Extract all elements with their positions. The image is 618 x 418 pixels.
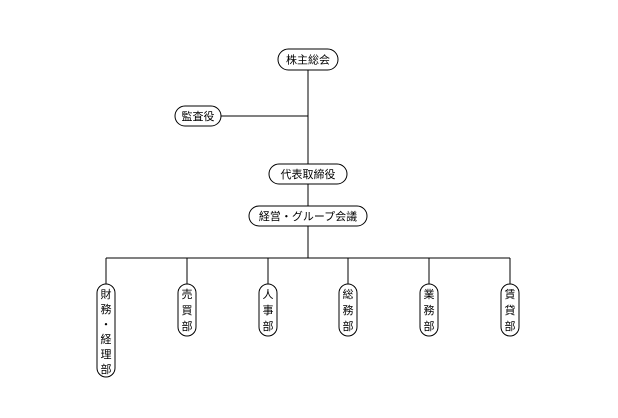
dept-char: 業 bbox=[424, 288, 435, 301]
dept-char: 事 bbox=[263, 304, 274, 317]
dept-char: 部 bbox=[424, 319, 435, 333]
dept-char: 売 bbox=[182, 288, 193, 301]
dept-char: 部 bbox=[343, 319, 354, 333]
dept-char: 部 bbox=[182, 319, 193, 333]
node-box bbox=[268, 163, 348, 185]
node-dept-leasing: 賃 貸 部 bbox=[500, 283, 520, 337]
dept-char: 部 bbox=[263, 319, 274, 333]
dept-char: 貸 bbox=[505, 303, 516, 317]
dept-char: 部 bbox=[101, 362, 112, 376]
dept-char: 総 bbox=[343, 287, 354, 301]
dept-char: 務 bbox=[101, 302, 112, 316]
dept-char: 務 bbox=[343, 303, 354, 317]
dept-char: ・ bbox=[101, 318, 112, 331]
dept-char: 部 bbox=[505, 319, 516, 333]
node-label-representative-director: 代表取締役 bbox=[281, 167, 336, 181]
node-dept-general-affairs: 総 務 部 bbox=[338, 283, 358, 337]
connector-lines bbox=[105, 70, 511, 284]
node-box bbox=[277, 48, 339, 71]
dept-char: 理 bbox=[101, 348, 112, 361]
dept-char: 経 bbox=[101, 333, 112, 346]
dept-char: 賃 bbox=[505, 287, 516, 301]
dept-char: 務 bbox=[424, 303, 435, 317]
node-box bbox=[248, 205, 368, 227]
node-dept-hr: 人 事 部 bbox=[258, 283, 278, 337]
node-box bbox=[96, 283, 116, 378]
node-box bbox=[500, 283, 520, 337]
node-box bbox=[177, 283, 197, 337]
dept-char: 買 bbox=[182, 304, 193, 317]
node-box bbox=[174, 105, 222, 127]
node-auditor: 監査役 bbox=[174, 105, 222, 127]
node-dept-trading: 売 買 部 bbox=[177, 283, 197, 337]
node-label-shareholders-meeting: 株主総会 bbox=[286, 53, 330, 67]
dept-char: 人 bbox=[263, 288, 274, 301]
node-box bbox=[419, 283, 439, 337]
node-label-management-group-meeting: 経営・グループ会議 bbox=[259, 209, 357, 223]
node-dept-finance-accounting: 財 務 ・ 経 理 部 bbox=[96, 283, 116, 378]
node-management-group-meeting: 経営・グループ会議 bbox=[248, 205, 368, 227]
node-label-auditor: 監査役 bbox=[182, 109, 215, 123]
node-representative-director: 代表取締役 bbox=[268, 163, 348, 185]
node-box bbox=[258, 283, 278, 337]
dept-char: 財 bbox=[101, 287, 112, 301]
node-shareholders-meeting: 株主総会 bbox=[277, 48, 339, 71]
node-box bbox=[338, 283, 358, 337]
node-dept-operations: 業 務 部 bbox=[419, 283, 439, 337]
